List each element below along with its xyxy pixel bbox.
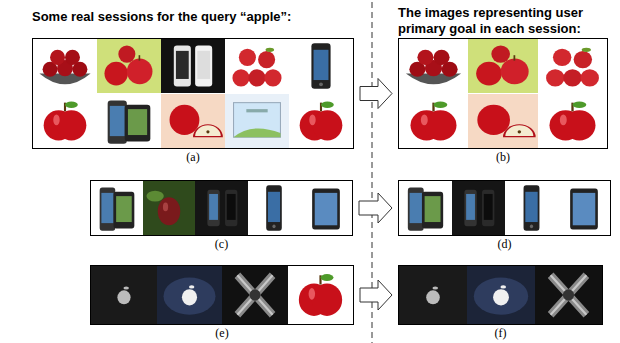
image-panel: (a): [32, 38, 354, 165]
image-panel: (f): [398, 265, 603, 341]
image-strip-frame: [398, 265, 603, 325]
image-panel: (e): [90, 265, 354, 341]
column-heading: Some real sessions for the query “apple”…: [32, 9, 362, 25]
panel-label: (b): [398, 149, 608, 165]
panel-label: (a): [32, 149, 354, 165]
image-strip-frame: [90, 180, 353, 236]
column-heading: The images representing user primary goa…: [398, 5, 610, 37]
block-arrow: [359, 193, 392, 223]
image-strip-frame: [398, 180, 611, 236]
image-panel: (c): [90, 180, 353, 252]
panel-label: (d): [398, 236, 611, 252]
block-arrow: [360, 280, 392, 310]
panel-label: (e): [90, 325, 354, 341]
image-panel: (b): [398, 38, 608, 165]
panel-label: (f): [398, 325, 603, 341]
block-arrow: [360, 79, 392, 109]
image-strip-frame: [32, 38, 354, 149]
image-strip-frame: [398, 38, 608, 149]
image-strip-frame: [90, 265, 354, 325]
image-panel: (d): [398, 180, 611, 252]
panel-label: (c): [90, 236, 353, 252]
